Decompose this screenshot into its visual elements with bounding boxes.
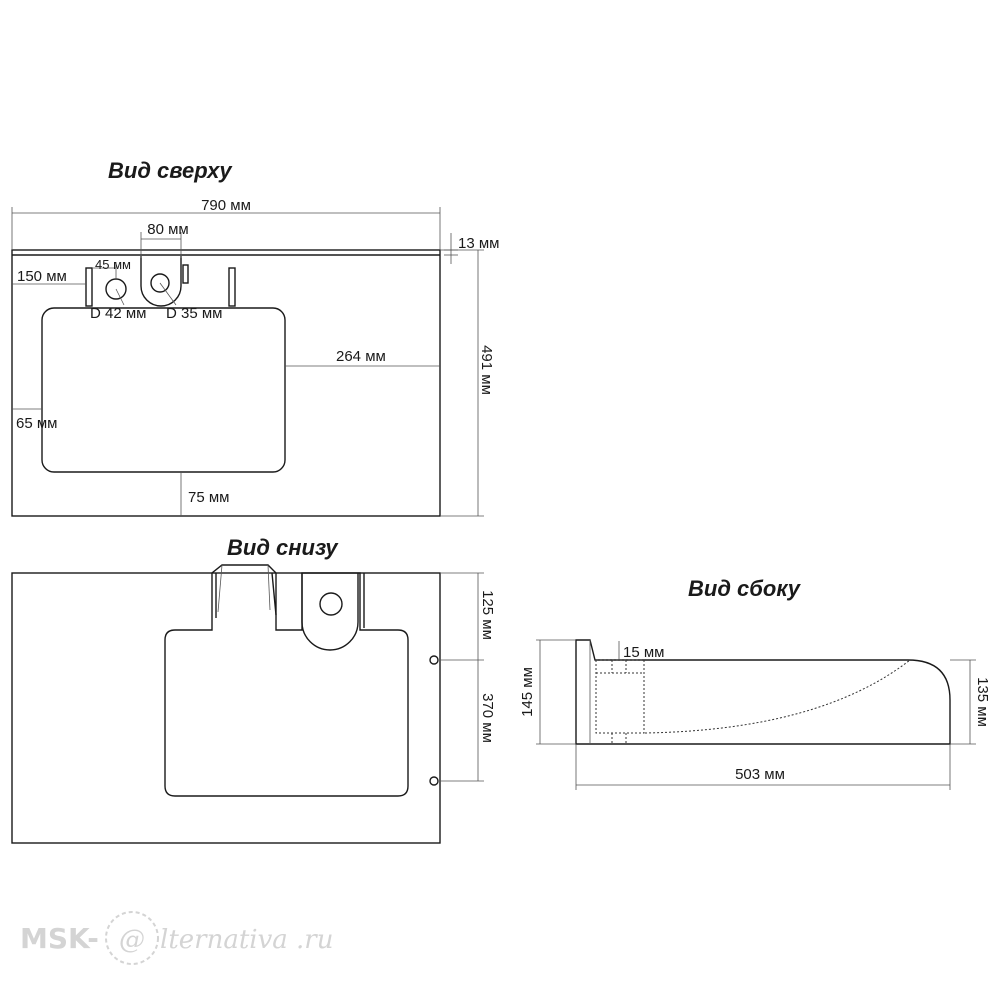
dim-790: 790 мм xyxy=(201,197,251,214)
mount-point-upper xyxy=(429,655,439,665)
watermark-at: @ xyxy=(119,925,145,955)
dim-145: 145 мм xyxy=(519,667,536,717)
side-view-title: Вид сбоку xyxy=(688,576,802,601)
mount-point-lower xyxy=(429,776,439,786)
bottom-view-basin xyxy=(164,564,409,797)
dim-d35: D 35 мм xyxy=(166,305,222,322)
watermark-right: lternativa xyxy=(160,925,288,955)
dim-75: 75 мм xyxy=(188,489,229,506)
bottom-view-hole xyxy=(319,592,343,616)
dim-150: 150 мм xyxy=(17,268,67,285)
watermark-tld: .ru xyxy=(296,925,333,955)
top-view: Вид сверху 790 мм 80 мм 13 мм xyxy=(11,158,499,517)
dim-45: 45 мм xyxy=(95,257,131,272)
dim-65: 65 мм xyxy=(16,415,57,432)
top-view-title: Вид сверху xyxy=(108,158,233,183)
top-view-basin xyxy=(41,307,286,473)
dim-503: 503 мм xyxy=(735,766,785,783)
overflow-slot xyxy=(140,256,182,307)
side-view: Вид сбоку 15 мм 145 мм 135 мм 503 мм xyxy=(519,576,991,790)
dim-d42: D 42 мм xyxy=(90,305,146,322)
dim-125: 125 мм xyxy=(479,590,496,640)
watermark-ring xyxy=(105,911,159,965)
top-view-tab xyxy=(182,264,189,284)
watermark-left: MSK- xyxy=(20,922,99,955)
side-view-profile xyxy=(575,639,951,745)
dim-491: 491 мм xyxy=(478,345,495,395)
dim-80: 80 мм xyxy=(147,221,188,238)
dim-15: 15 мм xyxy=(623,644,664,661)
dim-370: 370 мм xyxy=(479,693,496,743)
top-view-bracket-right xyxy=(228,267,236,307)
overflow-hole xyxy=(150,273,170,293)
top-view-outline xyxy=(11,249,441,517)
bottom-view-overflow xyxy=(301,573,359,651)
side-view-bracket xyxy=(595,659,645,734)
bottom-view-title: Вид снизу xyxy=(227,535,339,560)
side-view-basin-curve xyxy=(644,659,911,734)
bottom-view: Вид снизу 125 мм 370 мм xyxy=(11,535,496,844)
top-view-bracket-left xyxy=(85,267,93,307)
bottom-view-outline xyxy=(11,572,441,844)
watermark-logo: MSK- @ lternativa .ru xyxy=(20,911,333,965)
dim-135: 135 мм xyxy=(974,677,991,727)
dim-264: 264 мм xyxy=(336,348,386,365)
dim-13: 13 мм xyxy=(458,235,499,252)
